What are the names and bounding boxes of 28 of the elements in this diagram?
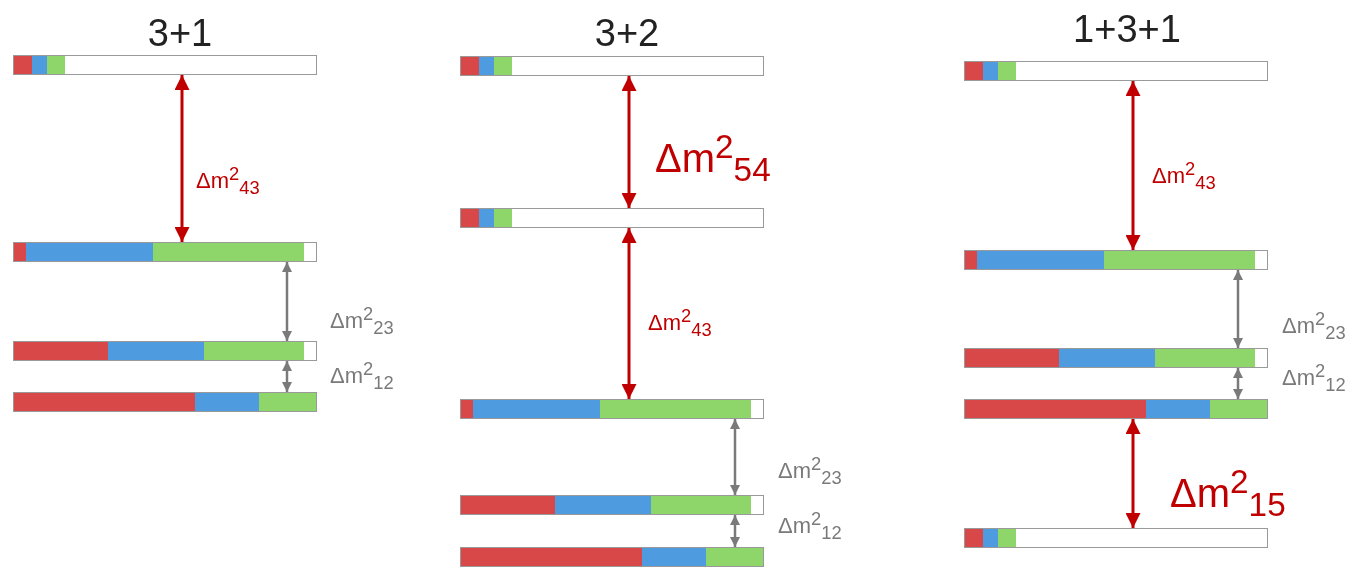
- energy-level-bar: [13, 341, 317, 361]
- energy-level-bar: [964, 528, 1268, 548]
- energy-level-bar: [964, 399, 1268, 419]
- double-arrow: [1233, 270, 1243, 348]
- energy-level-bar: [13, 392, 317, 412]
- panel-title: 1+3+1: [1073, 10, 1181, 48]
- energy-level-bar: [460, 399, 764, 419]
- energy-level-bar: [964, 250, 1268, 270]
- double-arrow: [621, 228, 637, 399]
- double-arrow: [282, 262, 292, 341]
- panel-title: 3+1: [147, 14, 213, 52]
- energy-level-bar: [460, 495, 764, 515]
- energy-level-bar: [460, 56, 764, 76]
- panel-title: 3+2: [594, 14, 660, 52]
- double-arrow: [174, 75, 190, 242]
- double-arrow: [1233, 368, 1243, 399]
- energy-level-bar: [964, 348, 1268, 368]
- energy-level-bar: [13, 55, 317, 75]
- double-arrow: [730, 515, 740, 547]
- double-arrow: [282, 361, 292, 392]
- double-arrow: [730, 419, 740, 495]
- energy-level-bar: [460, 208, 764, 228]
- energy-level-bar: [460, 547, 764, 567]
- energy-level-bar: [964, 61, 1268, 81]
- double-arrow: [1125, 81, 1141, 250]
- double-arrow: [621, 76, 637, 208]
- energy-level-bar: [13, 242, 317, 262]
- double-arrow: [1125, 419, 1141, 528]
